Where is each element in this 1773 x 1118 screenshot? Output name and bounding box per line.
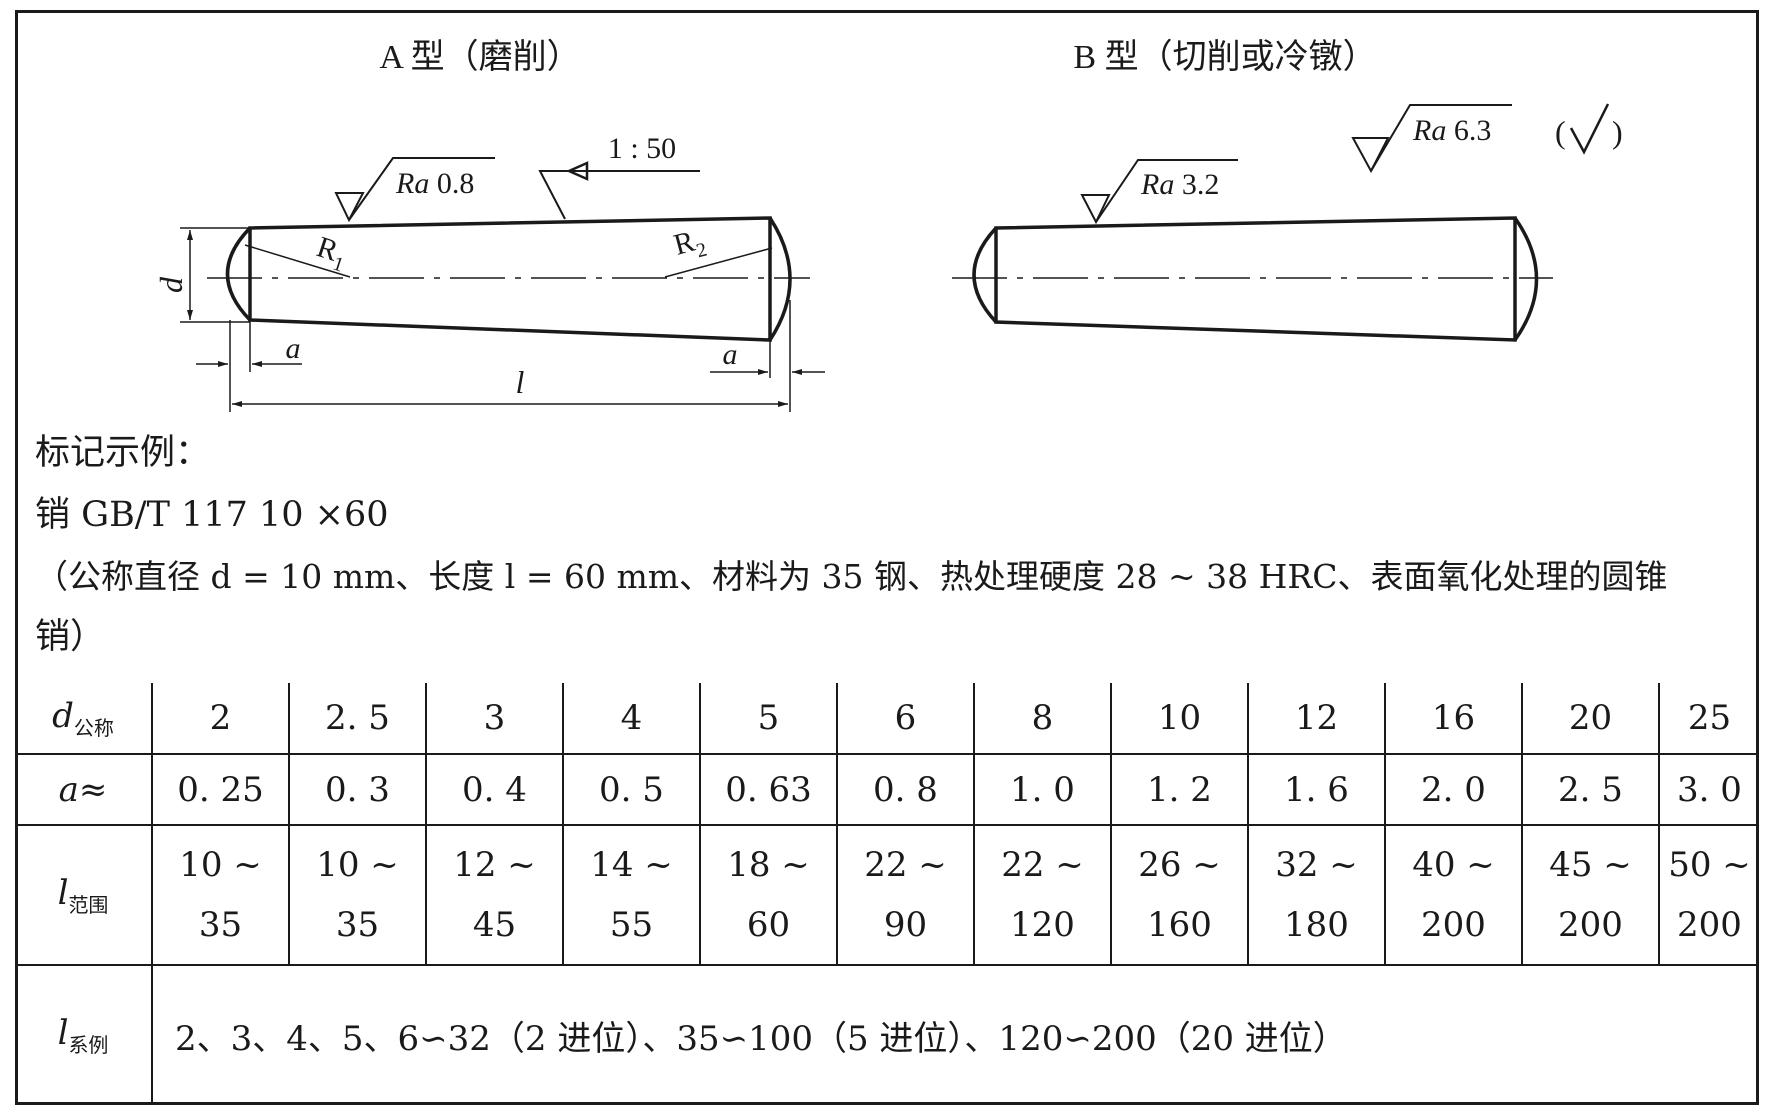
dimension-d-label: d [153, 276, 189, 293]
cell-d: 25 [1658, 683, 1759, 755]
cell-l-range: 40 ~200 [1384, 824, 1523, 966]
cell-d: 8 [973, 683, 1112, 755]
row-l-series: l系例 2、3、4、5、6∽32（2 进位）、35∽100（5 进位）、120∽… [15, 964, 1759, 1105]
cell-a: 3. 0 [1658, 753, 1759, 826]
cell-l-range: 32 ~180 [1247, 824, 1386, 966]
cell-l-series: 2、3、4、5、6∽32（2 进位）、35∽100（5 进位）、120∽200（… [151, 964, 1759, 1105]
dimension-l-label: l [516, 364, 525, 400]
taper-indicator [538, 161, 700, 220]
r2-label: R2 [670, 222, 709, 267]
marking-description-line2: 销） [35, 617, 106, 657]
cell-l-range: 26 ~160 [1110, 824, 1249, 966]
cell-l-range: 10 ~35 [288, 824, 427, 966]
row-l-range: l范围 10 ~35 10 ~35 12 ~45 14 ~55 18 ~60 2… [15, 824, 1759, 966]
dimension-a-l [196, 300, 825, 412]
cell-a: 0. 5 [562, 753, 701, 826]
row-d-nominal: d公称 2 2. 5 3 4 5 6 8 10 12 16 20 25 [15, 683, 1759, 755]
cell-a: 1. 2 [1110, 753, 1249, 826]
taper-ratio: 1 : 50 [608, 132, 676, 165]
cell-l-range: 18 ~60 [699, 824, 838, 966]
cell-l-range: 12 ~45 [425, 824, 564, 966]
row-a: a≈ 0. 25 0. 3 0. 4 0. 5 0. 63 0. 8 1. 0 … [15, 753, 1759, 826]
cell-d: 6 [836, 683, 975, 755]
cell-a: 1. 6 [1247, 753, 1386, 826]
row-head-l-series: l系例 [15, 964, 153, 1105]
row-head-a: a≈ [15, 753, 153, 826]
type-a-pin [207, 216, 810, 342]
cell-a: 0. 4 [425, 753, 564, 826]
cell-d: 3 [425, 683, 564, 755]
r1-label: R1 [311, 230, 352, 276]
type-b-pin [952, 216, 1553, 342]
roughness-b-text: Ra 3.2 [1140, 168, 1219, 201]
roughness-check-paren: ( [1555, 114, 1566, 150]
marking-example: 销 GB/T 117 10 ×60 [35, 495, 389, 535]
cell-a: 0. 3 [288, 753, 427, 826]
cell-l-range: 14 ~55 [562, 824, 701, 966]
type-a-title: A 型（磨削） [379, 38, 580, 76]
cell-l-range: 50 ~200 [1658, 824, 1759, 966]
cell-d: 2 [151, 683, 290, 755]
cell-d: 10 [1110, 683, 1249, 755]
cell-a: 2. 0 [1384, 753, 1523, 826]
roughness-general-text: Ra 6.3 [1412, 114, 1491, 147]
cell-a: 1. 0 [973, 753, 1112, 826]
roughness-check-paren-close: ) [1612, 114, 1623, 150]
cell-d: 5 [699, 683, 838, 755]
type-b-title: B 型（切削或冷镦） [1073, 38, 1376, 76]
cell-l-range: 22 ~120 [973, 824, 1112, 966]
cell-d: 12 [1247, 683, 1386, 755]
pin-drawing: A 型（磨削） B 型（切削或冷镦） R1 R2 d a a l R [153, 38, 1623, 412]
roughness-symbol-a [334, 157, 495, 223]
cell-a: 2. 5 [1521, 753, 1660, 826]
cell-l-range: 10 ~35 [151, 824, 290, 966]
marking-heading: 标记示例： [35, 433, 211, 473]
cell-a: 0. 8 [836, 753, 975, 826]
roughness-a-text: Ra 0.8 [395, 167, 474, 200]
dimension-a-right-label: a [723, 338, 738, 371]
cell-a: 0. 63 [699, 753, 838, 826]
roughness-symbol-general [1351, 104, 1512, 174]
cell-a: 0. 25 [151, 753, 290, 826]
cell-d: 16 [1384, 683, 1523, 755]
marking-description-line1: （公称直径 d = 10 mm、长度 l = 60 mm、材料为 35 钢、热处… [35, 557, 1668, 596]
row-head-d: d公称 [15, 683, 153, 755]
check-icon [1569, 103, 1610, 155]
cell-l-range: 45 ~200 [1521, 824, 1660, 966]
cell-d: 2. 5 [288, 683, 427, 755]
dimension-table: d公称 2 2. 5 3 4 5 6 8 10 12 16 20 25 a≈ 0… [15, 683, 1759, 1105]
cell-d: 20 [1521, 683, 1660, 755]
dimension-a-left-label: a [286, 332, 301, 365]
cell-d: 4 [562, 683, 701, 755]
row-head-l-range: l范围 [15, 824, 153, 966]
roughness-symbol-b [1080, 159, 1238, 225]
dimension-d [180, 227, 250, 323]
cell-l-range: 22 ~90 [836, 824, 975, 966]
